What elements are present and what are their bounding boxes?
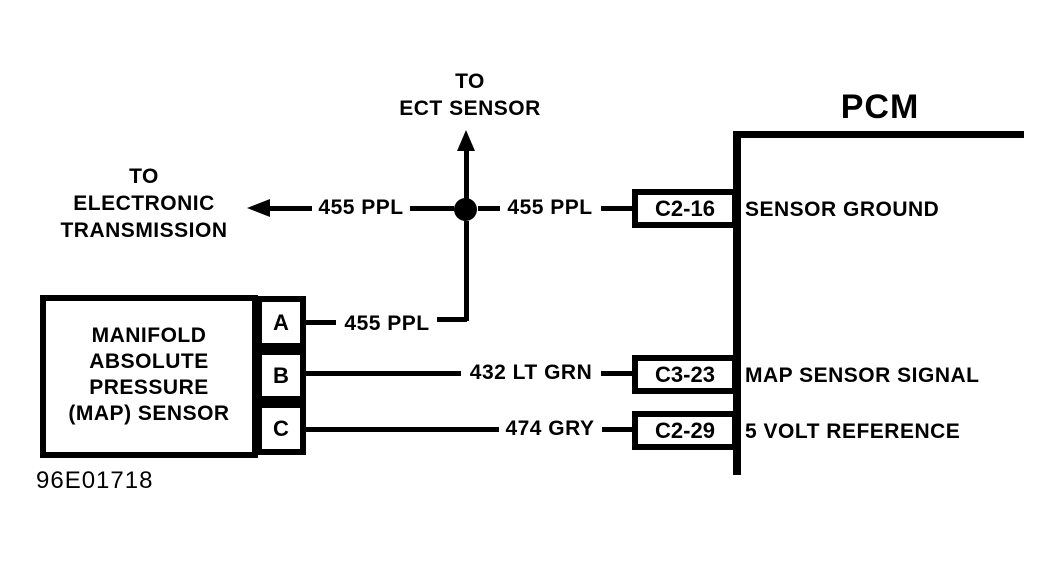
- connector-c2-16: C2-16: [632, 189, 738, 228]
- map-pin-b: B: [256, 349, 306, 402]
- transmission-note: TO ELECTRONIC TRANSMISSION: [38, 163, 250, 244]
- pcm-pin-function-5-volt-reference: 5 VOLT REFERENCE: [745, 420, 961, 443]
- wire-ground-seg1: [268, 206, 312, 211]
- ect-sensor-note-line1: TO: [455, 70, 485, 93]
- map-pin-c-label: C: [273, 415, 289, 441]
- pcm-box-top-edge: [737, 131, 1024, 138]
- connector-c2-16-label: C2-16: [655, 195, 715, 221]
- wire-junction-dot: [454, 198, 477, 221]
- map-pin-a-label: A: [273, 309, 289, 335]
- wire-label-455-ppl-left: 455 PPL: [318, 196, 404, 219]
- wire-ground-seg4: [601, 206, 632, 211]
- wire-pin-a-stub: [306, 320, 336, 325]
- map-pin-a: A: [256, 296, 306, 349]
- wire-ground-seg2: [410, 206, 454, 211]
- transmission-note-line1: TO: [129, 165, 159, 188]
- wire-reference-seg1: [306, 427, 499, 432]
- map-pin-b-label: B: [273, 362, 289, 388]
- wire-signal-seg1: [306, 371, 461, 376]
- pcm-box-left-edge: [733, 131, 741, 475]
- map-pin-c: C: [256, 402, 306, 455]
- pcm-pin-function-map-sensor-signal: MAP SENSOR SIGNAL: [745, 364, 980, 387]
- wire-signal-seg2: [601, 371, 632, 376]
- transmission-note-line2: ELECTRONIC: [73, 192, 215, 215]
- connector-c3-23-label: C3-23: [655, 361, 715, 387]
- pcm-pin-function-sensor-ground: SENSOR GROUND: [745, 198, 940, 221]
- wire-ground-seg3: [478, 206, 500, 211]
- connector-c2-29-label: C2-29: [655, 417, 715, 443]
- map-sensor-box: MANIFOLD ABSOLUTE PRESSURE (MAP) SENSOR: [40, 295, 258, 458]
- transmission-note-line3: TRANSMISSION: [60, 219, 228, 242]
- figure-id: 96E01718: [36, 467, 154, 494]
- wire-label-474-gry: 474 GRY: [505, 417, 595, 440]
- map-sensor-name-line4: (MAP) SENSOR: [68, 402, 230, 425]
- connector-c2-29: C2-29: [632, 411, 738, 450]
- wire-label-455-ppl-pin-a: 455 PPL: [344, 312, 430, 335]
- wire-ect-branch-lower: [464, 221, 469, 321]
- wire-reference-seg2: [602, 427, 632, 432]
- map-sensor-name-line2: ABSOLUTE: [89, 350, 209, 373]
- left-arrow-icon: [247, 199, 270, 217]
- map-sensor-name-line3: PRESSURE: [89, 376, 209, 399]
- map-sensor-name: MANIFOLD ABSOLUTE PRESSURE (MAP) SENSOR: [46, 323, 252, 427]
- wire-label-455-ppl-right: 455 PPL: [507, 196, 593, 219]
- connector-c3-23: C3-23: [632, 355, 738, 394]
- ect-sensor-note-line2: ECT SENSOR: [399, 97, 541, 120]
- wire-label-432-lt-grn: 432 LT GRN: [469, 361, 593, 384]
- pcm-title: PCM: [840, 88, 920, 126]
- wire-elbow-to-pin-a: [437, 317, 467, 322]
- wire-ect-branch-upper: [464, 150, 469, 199]
- map-sensor-name-line1: MANIFOLD: [91, 324, 207, 347]
- up-arrow-icon: [457, 130, 475, 151]
